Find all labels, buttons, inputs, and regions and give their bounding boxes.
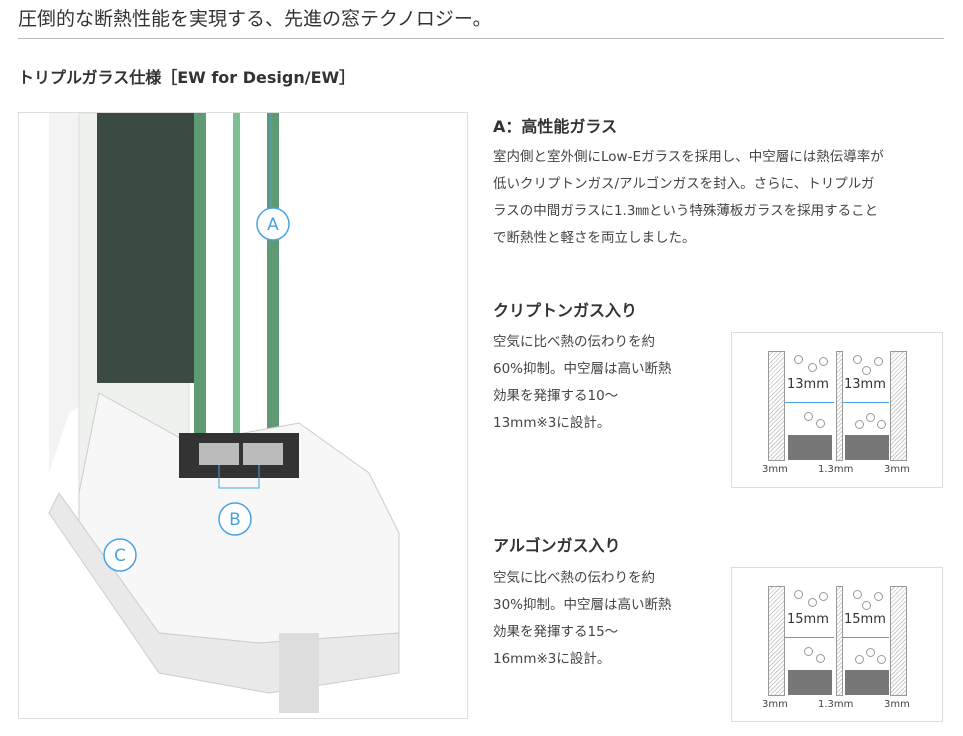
section-title: トリプルガラス仕様［EW for Design/EW］: [18, 68, 356, 87]
bubble: [785, 637, 834, 638]
bubble: [804, 412, 813, 421]
bubble: [808, 598, 817, 607]
dimension-label: 1.3mm: [818, 699, 854, 710]
bubble: [843, 637, 889, 638]
divider: [18, 38, 944, 39]
page-heading: 圧倒的な断熱性能を実現する、先進の窓テクノロジー。: [18, 8, 492, 30]
label-c: C: [114, 546, 126, 566]
outer-glass: [890, 351, 907, 461]
dimension-label: 1.3mm: [818, 464, 854, 475]
bubble: [819, 592, 828, 601]
spacer: [788, 670, 832, 695]
bubble: [855, 420, 864, 429]
bubble: [866, 648, 875, 657]
bubble: [794, 590, 803, 599]
dimension-label: 3mm: [884, 464, 910, 475]
middle-glass: [836, 586, 843, 696]
bubble: [816, 654, 825, 663]
bubble: [862, 601, 871, 610]
dimension-label: 15mm: [787, 612, 829, 627]
dimension-label: 3mm: [884, 699, 910, 710]
dimension-label: 15mm: [844, 612, 886, 627]
bubble: [862, 366, 871, 375]
outer-glass: [768, 586, 785, 696]
bubble: [804, 647, 813, 656]
dimension-label: 3mm: [762, 699, 788, 710]
spacer: [845, 435, 889, 460]
bubble: [877, 420, 886, 429]
spacer: [788, 435, 832, 460]
dimension-label: 13mm: [787, 377, 829, 392]
outer-glass: [768, 351, 785, 461]
argon-diagram: 15mm 15mm 3mm 1.3mm 3mm: [731, 567, 943, 722]
label-b: B: [229, 510, 241, 530]
bubble: [874, 592, 883, 601]
bubble: [853, 590, 862, 599]
bubble: [785, 402, 834, 403]
glass-title: A：高性能ガラス: [493, 117, 618, 136]
middle-glass: [836, 351, 843, 461]
spacer: [845, 670, 889, 695]
bubble: [877, 655, 886, 664]
argon-title: アルゴンガス入り: [493, 536, 621, 555]
bubble: [794, 355, 803, 364]
bubble: [808, 363, 817, 372]
bubble: [816, 419, 825, 428]
krypton-diagram: 13mm 13mm 3mm 1.3mm 3mm: [731, 332, 943, 488]
outer-glass: [890, 586, 907, 696]
bubble: [866, 413, 875, 422]
glass-description: 室内側と室外側にLow-Eガラスを採用し、中空層には熱伝導率が低いクリプトンガス…: [493, 149, 884, 246]
dimension-label: 13mm: [844, 377, 886, 392]
dimension-label: 3mm: [762, 464, 788, 475]
bubble: [874, 357, 883, 366]
bubble: [855, 655, 864, 664]
label-a: A: [267, 215, 279, 235]
bubble: [853, 355, 862, 364]
window-frame-illustration: A B C: [18, 112, 468, 719]
bubble: [843, 402, 889, 403]
bubble: [819, 357, 828, 366]
krypton-title: クリプトンガス入り: [493, 301, 638, 320]
